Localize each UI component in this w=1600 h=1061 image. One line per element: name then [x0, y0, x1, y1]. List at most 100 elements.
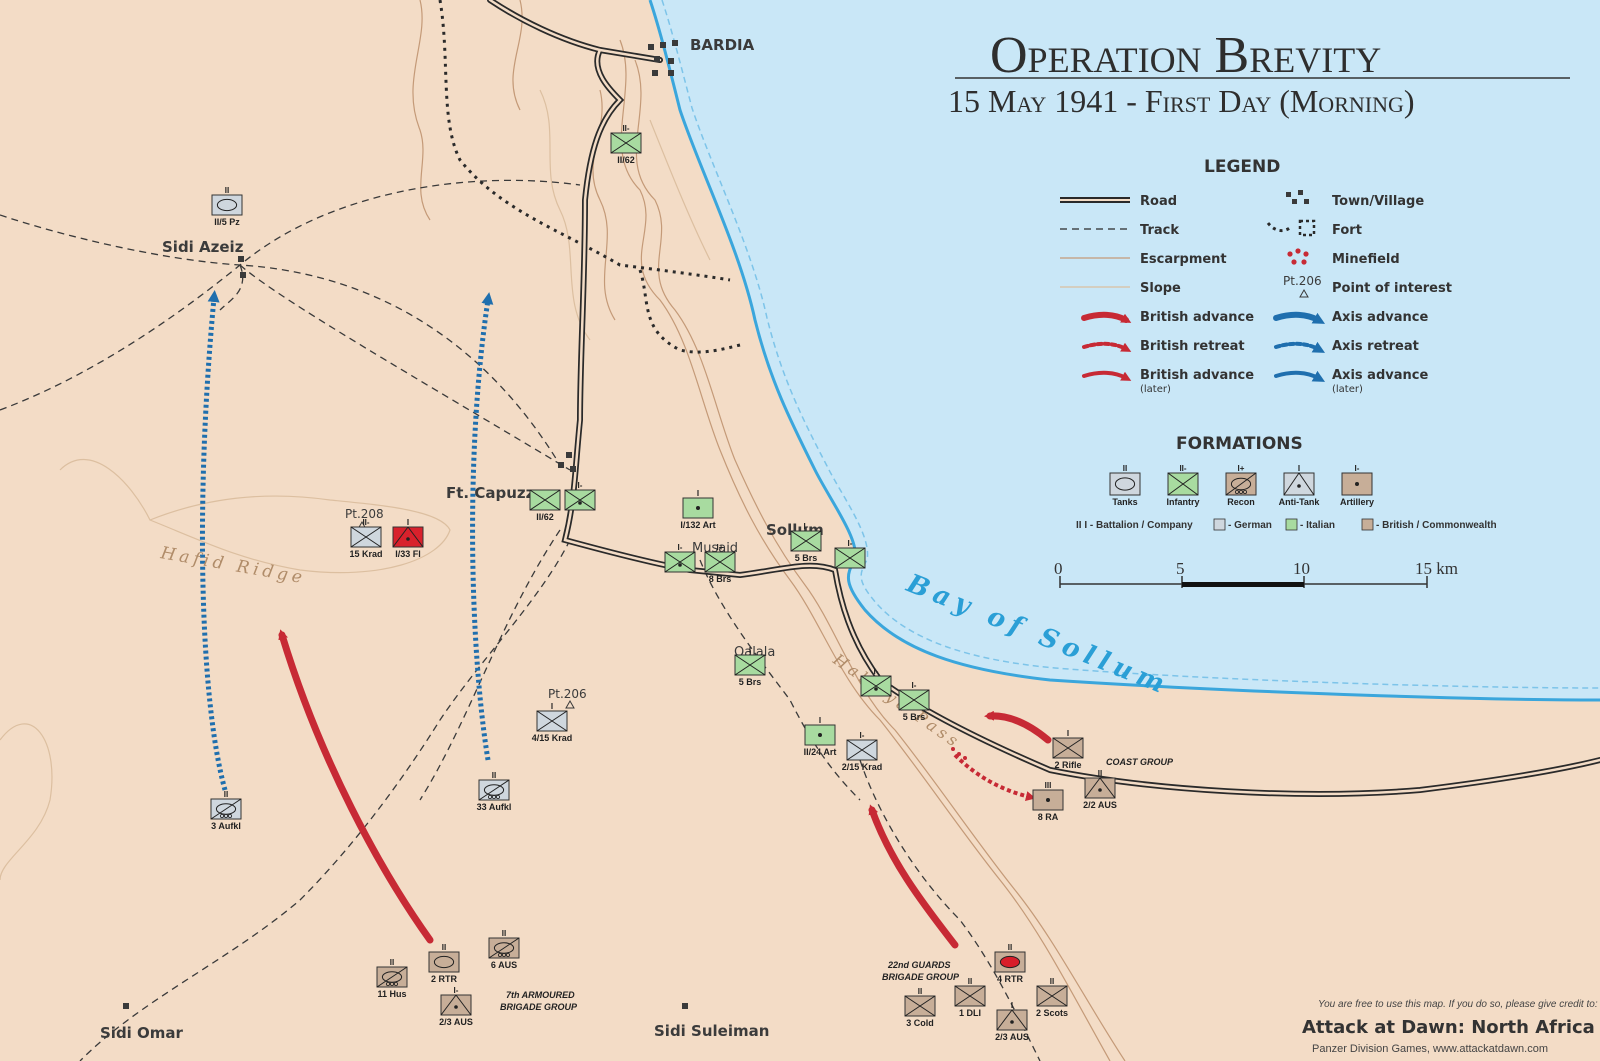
unit-label-5brs_sollum: 5 Brs	[795, 553, 818, 563]
formation-artillery: I-Artillery	[1340, 464, 1374, 507]
pt208-label: Pt.208	[345, 507, 384, 521]
unit-label-i33fl: I/33 Fl	[395, 549, 421, 559]
unit-label-415krad: 4/15 Krad	[532, 733, 573, 743]
formation-name-4: Artillery	[1340, 497, 1374, 507]
unit-label-ii5pz: II/5 Pz	[214, 217, 240, 227]
unit-counter-23aus_22[interactable]: I2/3 AUS	[995, 1001, 1029, 1042]
unit-size-2scots: II	[1050, 977, 1054, 986]
unit-counter-415krad[interactable]: I 4/15 Krad	[532, 702, 573, 743]
town-markers	[123, 40, 688, 1009]
unit-counter-3cold[interactable]: II3 Cold	[904, 987, 936, 1028]
unit-label-8brs: 8 Brs	[709, 574, 732, 584]
unit-size-5brs_qalala: I	[749, 646, 751, 655]
legend-axis-advance: Axis advance	[1332, 310, 1428, 325]
formation-size-3: I	[1298, 464, 1300, 473]
place-ft-capuzzo: Ft. Capuzzo	[446, 484, 545, 502]
unit-label-ii62_capuzzo: II/62	[536, 512, 554, 522]
scale-bar: 0 5 10 15 km	[1054, 559, 1458, 588]
unit-counter-ii5pz[interactable]: II II/5 Pz	[211, 186, 243, 227]
legend-british-retreat-symbol	[1082, 341, 1132, 352]
unit-size-33aufkl: II	[492, 771, 496, 780]
unit-counter-4rtr[interactable]: II4 RTR	[994, 943, 1026, 984]
unit-size-1dli: II	[968, 977, 972, 986]
legend-axis-later-symbol	[1274, 370, 1326, 382]
unit-counter-i33fl[interactable]: II/33 Fl	[392, 518, 424, 559]
unit-label-ii24art: II/24 Art	[804, 747, 837, 757]
unit-counter-ii24art[interactable]: I II/24 Art	[804, 716, 837, 757]
unit-counter-2rifle[interactable]: I2 Rifle	[1052, 729, 1084, 770]
unit-label-2rtr: 2 RTR	[431, 974, 458, 984]
unit-counter-ii62_bardia[interactable]: II-II/62	[610, 124, 642, 165]
legend-british-advance: British advance	[1140, 310, 1254, 325]
legend-british-retreat: British retreat	[1140, 339, 1245, 354]
unit-label-15krad: 15 Krad	[349, 549, 382, 559]
scale-tick-10: 10	[1293, 559, 1310, 578]
legend-header: LEGEND	[1204, 157, 1280, 177]
unit-size-ii62_bardia: II-	[622, 124, 629, 133]
unit-counter-halfaya_art[interactable]: I-	[860, 667, 892, 697]
unit-size-2rifle: I	[1067, 729, 1069, 738]
legend-road: Road	[1140, 194, 1177, 209]
unit-counter-ii62_capuzzo[interactable]: II/62	[529, 489, 561, 522]
axis-retreat-arrow-east	[470, 292, 494, 761]
unit-size-4rtr: II	[1008, 943, 1012, 952]
unit-counter-2scots[interactable]: II2 Scots	[1036, 977, 1068, 1018]
legend-axis-retreat-symbol	[1274, 341, 1326, 353]
unit-size-8brs: I+	[717, 543, 724, 552]
unit-size-22aus: II	[1098, 769, 1102, 778]
unit-size-2rtr: II	[442, 943, 446, 952]
unit-size-215krad: I-	[860, 731, 865, 740]
unit-label-33aufkl: 33 Aufkl	[477, 802, 512, 812]
armoured-advance-arrow	[278, 629, 434, 944]
unit-counter-capuzzo_art[interactable]: I-	[564, 481, 596, 511]
unit-counter-11hus[interactable]: II 11 Hus	[376, 958, 408, 999]
legend-slope: Slope	[1140, 281, 1181, 296]
formations-key-size: II I - Battalion / Company	[1076, 520, 1193, 531]
formation-name-0: Tanks	[1112, 497, 1137, 507]
unit-counter-6aus[interactable]: II6 AUS	[488, 929, 520, 970]
unit-size-i132art: I	[697, 489, 699, 498]
unit-counter-215krad[interactable]: I- 2/15 Krad	[842, 731, 883, 772]
guards-group-label-1: 22nd GUARDS	[887, 960, 951, 970]
unit-counter-5brs_sollum[interactable]: I-5 Brs	[790, 522, 822, 563]
fort-lines	[438, 0, 741, 354]
unit-size-415krad: I	[551, 702, 553, 711]
unit-counter-33aufkl[interactable]: II 33 Aufkl	[477, 771, 512, 812]
unit-counter-3aufkl[interactable]: II3 Aufkl	[210, 790, 242, 831]
unit-counter-sollum_inf[interactable]: I-	[834, 539, 866, 569]
place-bardia: BARDIA	[690, 36, 755, 54]
unit-counter-musaid_art[interactable]: I-	[664, 543, 696, 573]
unit-size-ii24art: I	[819, 716, 821, 725]
legend-track: Track	[1140, 223, 1179, 238]
legend-minefield: Minefield	[1332, 252, 1400, 267]
unit-counter-5brs_qalala[interactable]: I5 Brs	[734, 646, 766, 687]
unit-counter-8brs[interactable]: I+ 8 Brs	[704, 543, 736, 584]
unit-label-23aus_22: 2/3 AUS	[995, 1032, 1029, 1042]
formation-symbols: IITanksII-InfantryI+ReconIAnti-TankI-Art…	[1109, 464, 1374, 507]
unit-counter-5brs_halfaya[interactable]: I-5 Brs	[898, 681, 930, 722]
unit-size-sollum_inf: I-	[848, 539, 853, 548]
legend-axis-advance-symbol	[1273, 311, 1326, 324]
unit-counter-15krad[interactable]: II-15 Krad	[349, 518, 382, 559]
unit-counter-2rtr[interactable]: II 2 RTR	[428, 943, 460, 984]
unit-counter-23aus_7[interactable]: I-2/3 AUS	[439, 986, 473, 1027]
unit-label-1dli: 1 DLI	[959, 1008, 981, 1018]
unit-counter-i132art[interactable]: II/132 Art	[680, 489, 715, 530]
unit-label-3aufkl: 3 Aufkl	[211, 821, 241, 831]
formations-key-german: - German	[1228, 520, 1272, 531]
formation-recon: I+Recon	[1225, 464, 1257, 507]
unit-size-11hus: II	[390, 958, 394, 967]
map-title: Operation Brevity	[990, 27, 1381, 84]
unit-size-ii5pz: II	[225, 186, 229, 195]
unit-label-215krad: 2/15 Krad	[842, 762, 883, 772]
legend-poi-sample: Pt.206	[1283, 274, 1322, 288]
formation-name-3: Anti-Tank	[1279, 497, 1321, 507]
unit-label-11hus: 11 Hus	[377, 989, 406, 999]
scale-tick-0: 0	[1054, 559, 1063, 578]
unit-counter-1dli[interactable]: II 1 DLI	[954, 977, 986, 1018]
unit-counter-22aus[interactable]: II2/2 AUS	[1083, 769, 1117, 810]
